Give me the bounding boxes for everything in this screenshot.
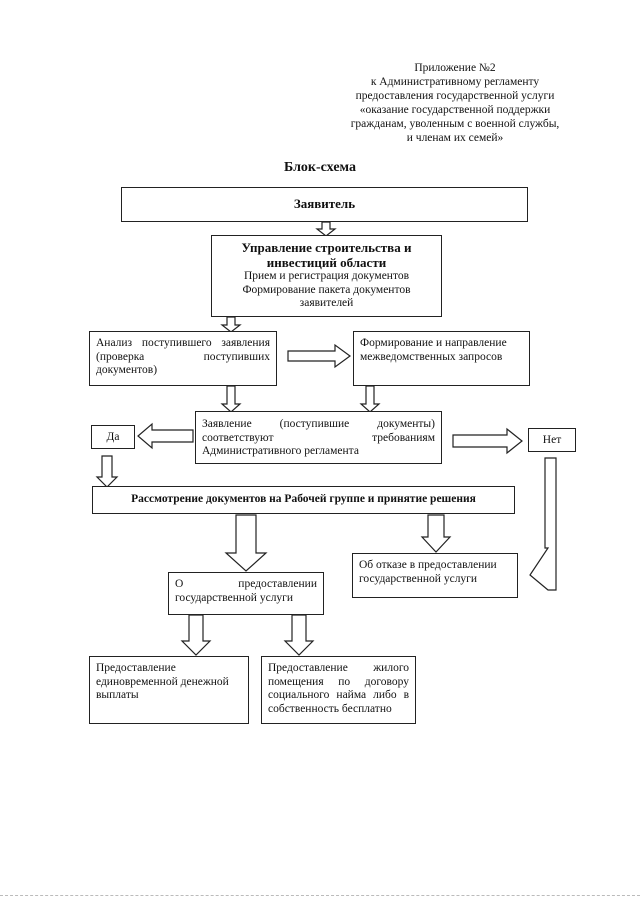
header-line: Приложение №2: [414, 62, 496, 74]
arrow-provision-to-payment: [180, 614, 212, 656]
header-line: гражданам, уволенным с военной службы,: [350, 118, 560, 130]
arrow-yes-to-review: [95, 455, 119, 488]
analysis-box: Анализ поступившего заявления (проверка …: [89, 331, 277, 386]
arrow-analysis-to-compliance: [220, 385, 242, 413]
no-box: Нет: [528, 428, 576, 452]
page-title: Блок-схема: [284, 160, 356, 175]
department-title: инвестиций области: [266, 255, 387, 270]
housing-label: Предоставление жилого помещения по догов…: [268, 662, 409, 715]
provision-label: О предоставлении государственной услуги: [175, 578, 317, 604]
housing-box: Предоставление жилого помещения по догов…: [261, 656, 416, 724]
header-line: и членам их семей»: [406, 132, 504, 144]
applicant-label: Заявитель: [293, 196, 356, 211]
no-label: Нет: [542, 434, 562, 446]
yes-label: Да: [106, 431, 120, 443]
arrow-provision-to-housing: [283, 614, 315, 656]
compliance-label: Заявление (поступившие документы) соотве…: [202, 418, 435, 457]
provision-box: О предоставлении государственной услуги: [168, 572, 324, 615]
applicant-box: Заявитель: [121, 187, 528, 222]
arrow-analysis-to-requests: [287, 343, 352, 369]
department-title: Управление строительства и: [241, 240, 412, 255]
header-line: к Административному регламенту: [370, 76, 540, 88]
arrow-review-to-provision: [224, 514, 268, 572]
payment-box: Предоставление единовременной денежной в…: [89, 656, 249, 724]
header-line: предоставления государственной услуги: [355, 90, 555, 102]
analysis-label: Анализ поступившего заявления (проверка …: [96, 337, 270, 376]
arrow-no-to-refusal: [529, 457, 557, 591]
requests-label: Формирование и направление межведомствен…: [360, 337, 507, 363]
page-edge-line: [0, 895, 640, 897]
review-label: Рассмотрение документов на Рабочей групп…: [131, 493, 476, 505]
refusal-box: Об отказе в предоставлении государственн…: [352, 553, 518, 598]
compliance-box: Заявление (поступившие документы) соотве…: [195, 411, 442, 464]
payment-label: Предоставление единовременной денежной в…: [96, 662, 229, 701]
yes-box: Да: [91, 425, 135, 449]
header-line: «оказание государственной поддержки: [359, 104, 551, 116]
department-line: Прием и регистрация документов: [243, 270, 410, 282]
department-box: Управление строительства и инвестиций об…: [211, 235, 442, 317]
review-box: Рассмотрение документов на Рабочей групп…: [92, 486, 515, 514]
refusal-label: Об отказе в предоставлении государственн…: [359, 559, 497, 585]
arrow-department-to-analysis: [220, 316, 242, 333]
appendix-header: Приложение №2 к Административному реглам…: [320, 61, 590, 145]
arrow-compliance-to-yes: [137, 422, 194, 450]
arrow-compliance-to-no: [452, 427, 523, 455]
arrow-applicant-to-department: [315, 221, 337, 237]
department-line: заявителей: [299, 297, 354, 309]
requests-box: Формирование и направление межведомствен…: [353, 331, 530, 386]
department-line: Формирование пакета документов: [242, 283, 411, 296]
arrow-requests-to-compliance: [359, 385, 381, 413]
arrow-review-to-refusal: [420, 514, 452, 553]
